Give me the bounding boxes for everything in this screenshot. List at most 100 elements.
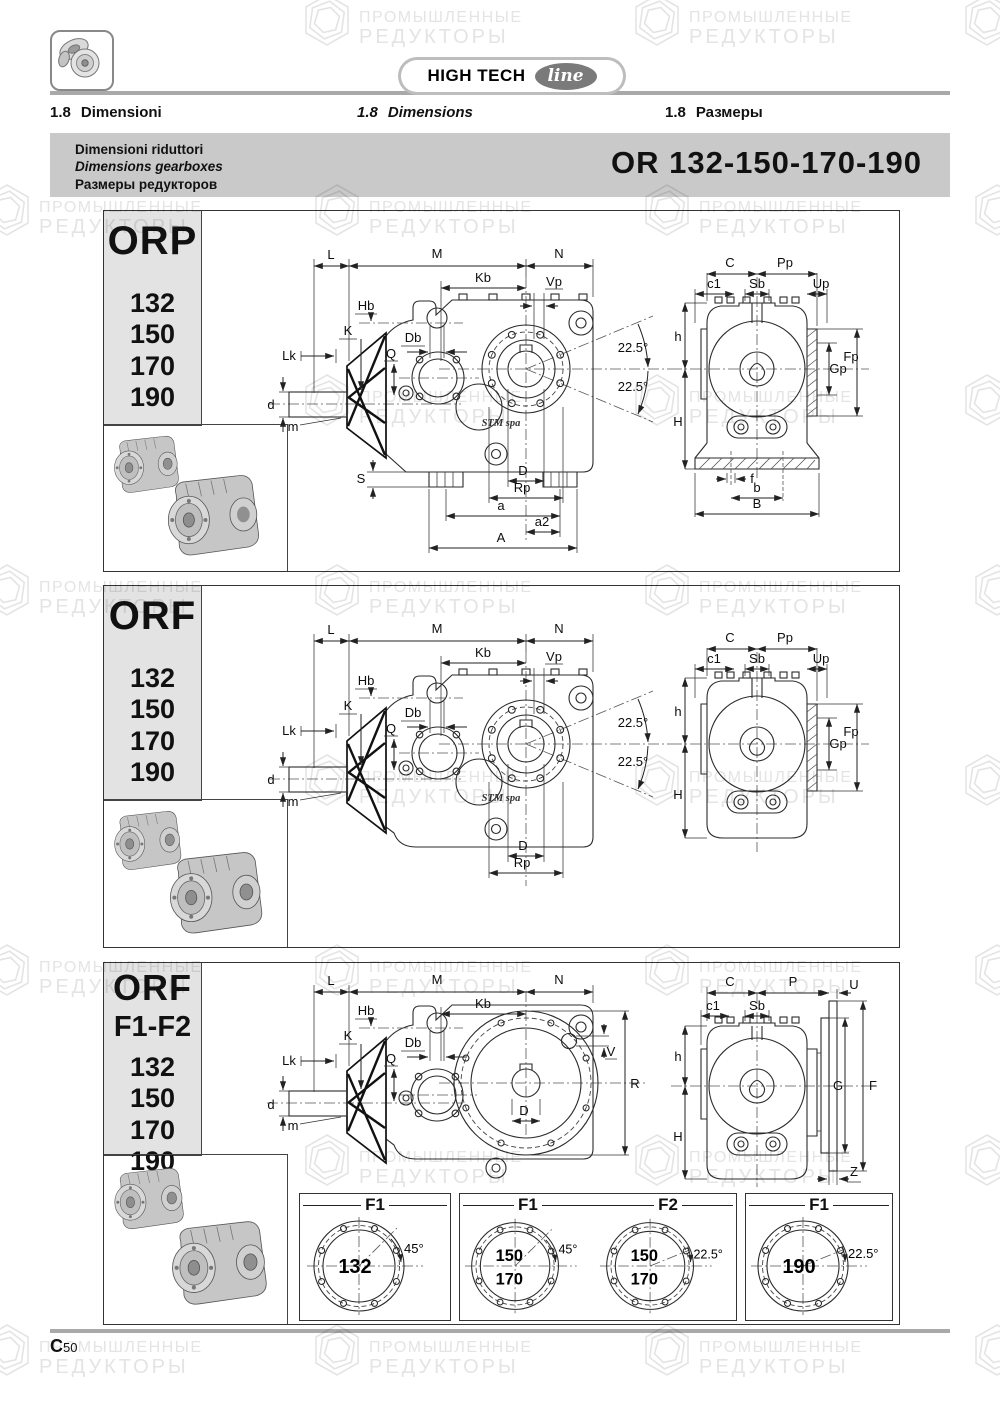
flange-drawing: 45° 132 [307,1217,424,1315]
flange-title: F1 [809,1195,829,1214]
dim-label: F [869,1078,877,1093]
orf-f-side-dimensions: L M N Kb Hb K Lk Q Db [267,972,640,1156]
dim-label: K [344,323,353,338]
sidebar-orf-f1-f2: ORF F1-F2 132 150 170 190 [104,963,202,1176]
orf-end-view [671,652,869,852]
dim-label: L [327,247,334,262]
orf-end-dimensions: C Pp c1 Sb Up h H Gp Fp [673,630,863,839]
dim-label: Hb [358,1003,375,1018]
dim-label: d [267,397,274,412]
flange-size: 190 [782,1256,815,1278]
dim-label: Hb [358,298,375,313]
orf-side-dimensions: L M N Kb Vp Hb K Lk Q [267,621,651,878]
watermark-line1: ПРОМЫШЛЕННЫЕ [689,9,853,27]
dim-label: b [753,480,760,495]
watermark-hex-icon [0,944,29,996]
panel-orf: ORF 132 150 170 190 [103,585,900,948]
flange-size: 150 [496,1247,523,1265]
size-item: 150 [129,319,176,350]
dim-label: f [750,471,754,486]
angle-label: 22.5° [618,379,649,394]
dim-label: P [789,974,798,989]
dim-label: h [674,329,681,344]
dim-label: Lk [282,348,296,363]
flange-variants-row: F1 45° 132 [299,1193,893,1321]
divider [681,1204,734,1206]
watermark-hex-icon [965,1134,1000,1186]
gearbox-image [114,1168,267,1305]
panel-subtitle: F1-F2 [113,1011,192,1043]
watermark-hex-icon [965,374,1000,426]
dim-label: S [357,471,366,486]
orf-f1-f2-technical-drawing: L M N Kb Hb K Lk Q Db [267,972,877,1187]
dim-label: d [267,1097,274,1112]
flange-size: 132 [338,1256,371,1278]
watermark-line2: РЕДУКТОРЫ [699,1356,849,1378]
title-bar-subtitles: Dimensioni riduttori Dimensions gearboxe… [75,141,223,193]
dim-label: K [344,1028,353,1043]
size-item: 150 [129,1083,176,1114]
dim-label: G [833,1078,843,1093]
dim-label: K [344,698,353,713]
orp-side-dimensions: L M N Kb Vp Hb K Lk Q [267,246,651,553]
dim-label: d [267,772,274,787]
dim-label: Db [405,705,422,720]
gearbox-image [114,811,263,934]
line-script-oval: line [534,62,597,90]
dim-label: m [288,1118,299,1133]
orp-side-view: STM spa [269,277,671,541]
company-logo [50,30,114,91]
angle-label: 22.5° [618,715,649,730]
section-number: 1.8 [50,104,71,121]
size-item: 170 [129,350,176,381]
flange-drawing: 22.5° 190 [751,1217,879,1315]
size-item: 170 [129,1114,176,1145]
dim-label: Q [386,1051,396,1066]
dim-label: Hb [358,673,375,688]
watermark-hex-icon [635,0,679,46]
panel-orp: ORP 132 150 170 190 [103,210,900,572]
hightech-line-badge: HIGH TECH line [398,57,626,95]
dim-label: Fp [843,349,858,364]
divider [541,1204,655,1206]
dim-label: Db [405,330,422,345]
angle-label: 45° [558,1242,577,1256]
title-bar: Dimensioni riduttori Dimensions gearboxe… [50,133,950,197]
dim-label: N [554,246,563,261]
orf-f-side-view [267,991,647,1179]
dim-label: A [497,530,506,545]
section-label: Dimensions [387,104,473,121]
watermark-line1: ПРОМЫШЛЕННЫЕ [359,9,523,27]
subtitle-ru: Размеры редукторов [75,176,218,192]
dim-label: Sb [749,998,765,1013]
dim-label: D [519,1103,528,1118]
dim-label: m [288,419,299,434]
watermark-hex-icon [975,944,1000,996]
dim-label: H [673,1129,682,1144]
dim-label: D [518,463,527,478]
dim-label: Q [386,346,396,361]
page-letter: C [50,1336,63,1356]
dim-label: N [554,972,563,987]
dim-label: C [725,255,734,270]
dim-label: Vp [546,649,562,664]
section-label: Dimensioni [80,104,162,121]
dim-label: Kb [475,645,491,660]
flange-size: 150 [631,1247,658,1265]
dim-label: R [630,1076,639,1091]
size-list: 132 150 170 190 [104,288,201,413]
footer-rule [50,1329,950,1333]
angle-label: 22.5° [848,1246,879,1261]
watermark-line2: РЕДУКТОРЫ [689,26,839,48]
divider [303,1204,362,1206]
badge-text: HIGH TECH [427,66,526,85]
orp-end-view [671,277,869,479]
flange-title: F1 [365,1195,385,1214]
dim-label: Q [386,721,396,736]
dim-label: Sb [749,276,765,291]
size-item: 190 [129,381,176,412]
